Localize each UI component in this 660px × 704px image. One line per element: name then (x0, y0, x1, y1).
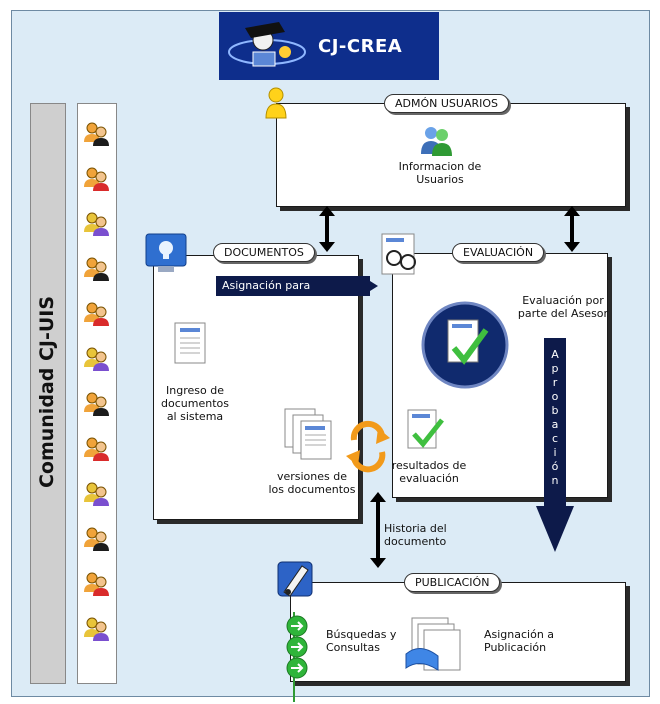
aprobacion-letter: o (551, 390, 559, 403)
resultados-text: resultados de evaluación (384, 459, 474, 485)
admin-users-title: ADMÓN USUARIOS (384, 94, 510, 113)
glasses-document-icon (381, 233, 416, 275)
evaluacion-title: EVALUACIÓN (452, 243, 545, 262)
versiones-line-1: versiones de (276, 470, 348, 483)
approved-document-icon (421, 301, 509, 389)
aprobacion-letter: a (551, 418, 559, 431)
aprobacion-letter: i (553, 446, 557, 459)
admin-users-box (276, 103, 626, 207)
historia-text: Historia del documento (384, 522, 454, 548)
logo-text: CJ-CREA (318, 36, 403, 57)
ingreso-line-3: al sistema (166, 410, 224, 423)
green-arrows-icon (286, 612, 308, 702)
versiones-text: versiones de los documentos (256, 470, 368, 496)
admin-users-text: Informacion de Usuarios (380, 160, 500, 186)
users-icon (421, 127, 452, 156)
aprobacion-letter: r (552, 376, 558, 389)
admin-users-line-2: Usuarios (416, 173, 464, 186)
ingreso-line-1: Ingreso de (166, 384, 224, 397)
busquedas-line-2: Consultas (326, 641, 380, 654)
aprobacion-letter: p (551, 362, 559, 375)
user-icon (265, 87, 287, 119)
monitor-icon (145, 233, 187, 272)
historia-line-1: Historia del (384, 522, 447, 535)
publicacion-title: PUBLICACIÓN (404, 573, 501, 592)
asesor-text: Evaluación por parte del Asesor (508, 294, 618, 320)
mortarboard-icon (228, 22, 306, 67)
evaluacion-box (392, 253, 608, 498)
documentos-title: DOCUMENTOS (213, 243, 315, 262)
aprobacion-banner: A p r o b a c i ó n (544, 338, 566, 508)
resultados-line-1: resultados de (391, 459, 467, 472)
historia-line-2: documento (384, 535, 447, 548)
people-column (77, 103, 117, 684)
aprobacion-letter: c (551, 432, 559, 445)
admin-users-line-1: Informacion de (398, 160, 482, 173)
ingreso-text: Ingreso de documentos al sistema (150, 384, 240, 423)
fountain-pen-icon (277, 561, 313, 597)
asignacion-pub-line-2: Publicación (484, 641, 547, 654)
publication-stack-icon (405, 617, 461, 671)
busquedas-line-1: Búsquedas y (326, 628, 397, 641)
asignacion-pub-text: Asignación a Publicación (484, 628, 580, 654)
aprobacion-letter: ó (551, 460, 559, 473)
asesor-line-2: parte del Asesor (517, 307, 609, 320)
asesor-line-1: Evaluación por (522, 294, 604, 307)
community-bar (30, 103, 66, 684)
versiones-line-2: los documentos (268, 483, 356, 496)
aprobacion-letter: A (551, 348, 559, 361)
resultados-line-2: evaluación (399, 472, 459, 485)
asignacion-pub-line-1: Asignación a (484, 628, 555, 641)
community-label: Comunidad CJ-UIS (36, 295, 58, 489)
document-icon (174, 322, 206, 364)
aprobacion-letter: n (551, 474, 559, 487)
documentos-box (153, 255, 359, 520)
result-document-icon (407, 409, 444, 449)
asignacion-evaluacion-banner: Asignación para evaluación (216, 276, 370, 312)
logo-banner (219, 12, 439, 80)
versions-stack-icon (284, 408, 332, 460)
busquedas-text: Búsquedas y Consultas (326, 628, 406, 654)
aprobacion-letter: b (551, 404, 559, 417)
ingreso-line-2: documentos (161, 397, 229, 410)
